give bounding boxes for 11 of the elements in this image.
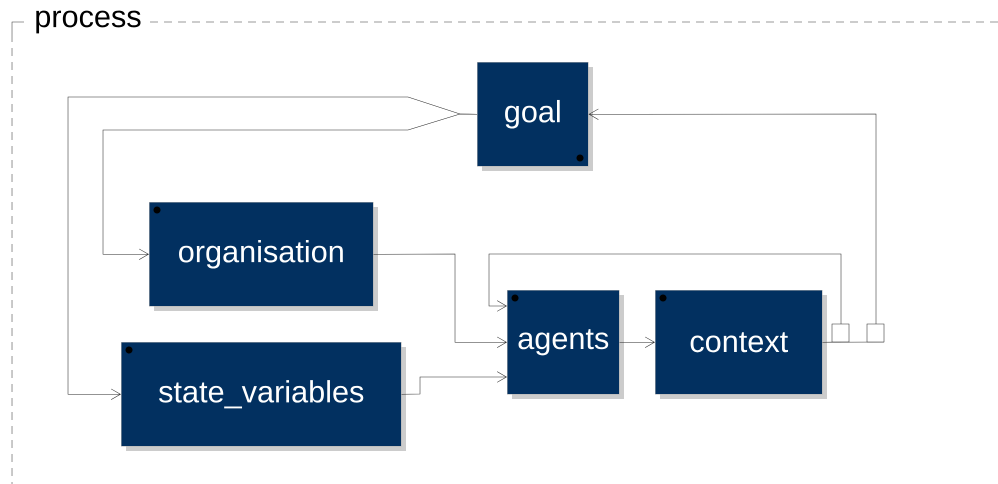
process-box: state_variables	[121, 342, 406, 451]
process-box: agents	[507, 290, 624, 399]
process-box: goal	[477, 62, 593, 171]
arrow	[619, 336, 655, 348]
arrow	[401, 371, 508, 395]
process-box: context	[655, 290, 827, 399]
process-box: organisation	[149, 202, 378, 311]
arrow	[488, 254, 850, 343]
arrow	[373, 254, 508, 348]
arrow	[68, 96, 478, 400]
arrow	[588, 108, 884, 343]
